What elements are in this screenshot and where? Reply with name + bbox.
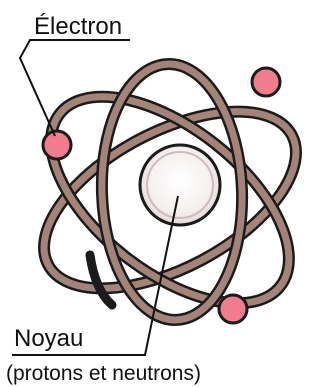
nucleus-outer-ring bbox=[140, 145, 220, 225]
electron-left bbox=[43, 131, 71, 159]
nucleus-label: Noyau bbox=[14, 325, 83, 352]
electron-label: Électron bbox=[34, 13, 122, 40]
electron-top-right bbox=[252, 68, 280, 96]
electron-bottom bbox=[219, 295, 247, 323]
nucleus-detail-label: (protons et neutrons) bbox=[6, 362, 201, 385]
nucleus bbox=[140, 145, 220, 225]
